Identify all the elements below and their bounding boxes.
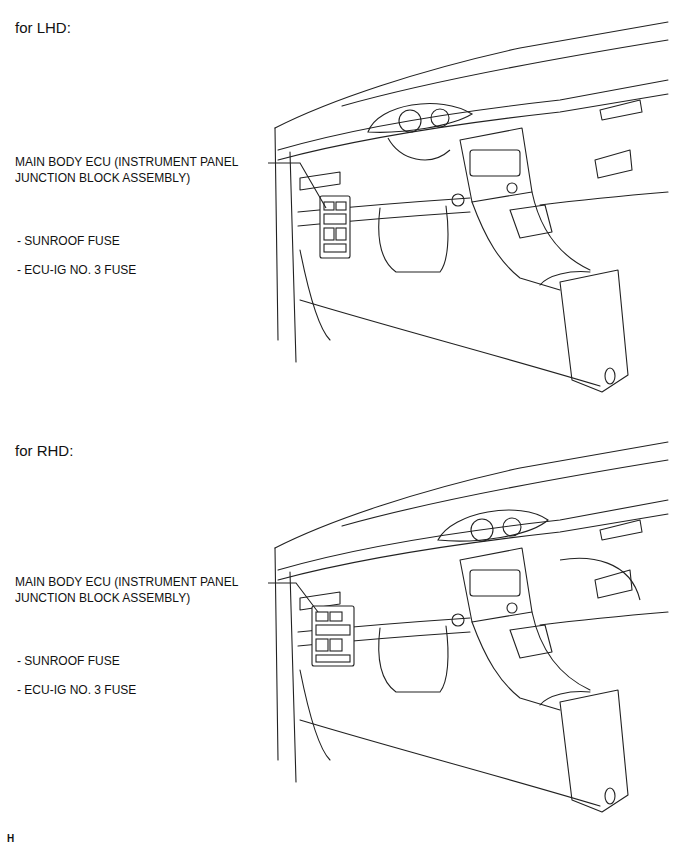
fuse-name: - ECU-IG NO. 3 FUSE bbox=[17, 263, 136, 279]
fuse-name: - ECU-IG NO. 3 FUSE bbox=[17, 683, 136, 699]
heading-label: for LHD: bbox=[15, 18, 71, 38]
heading-label: for RHD: bbox=[15, 441, 73, 461]
fuse-name: - SUNROOF FUSE bbox=[17, 234, 120, 250]
fuse-name: - SUNROOF FUSE bbox=[17, 654, 120, 670]
part-name: MAIN BODY ECU (INSTRUMENT PANEL JUNCTION… bbox=[15, 575, 273, 606]
part-name: MAIN BODY ECU (INSTRUMENT PANEL JUNCTION… bbox=[15, 155, 273, 186]
figure-code: H bbox=[7, 832, 14, 845]
